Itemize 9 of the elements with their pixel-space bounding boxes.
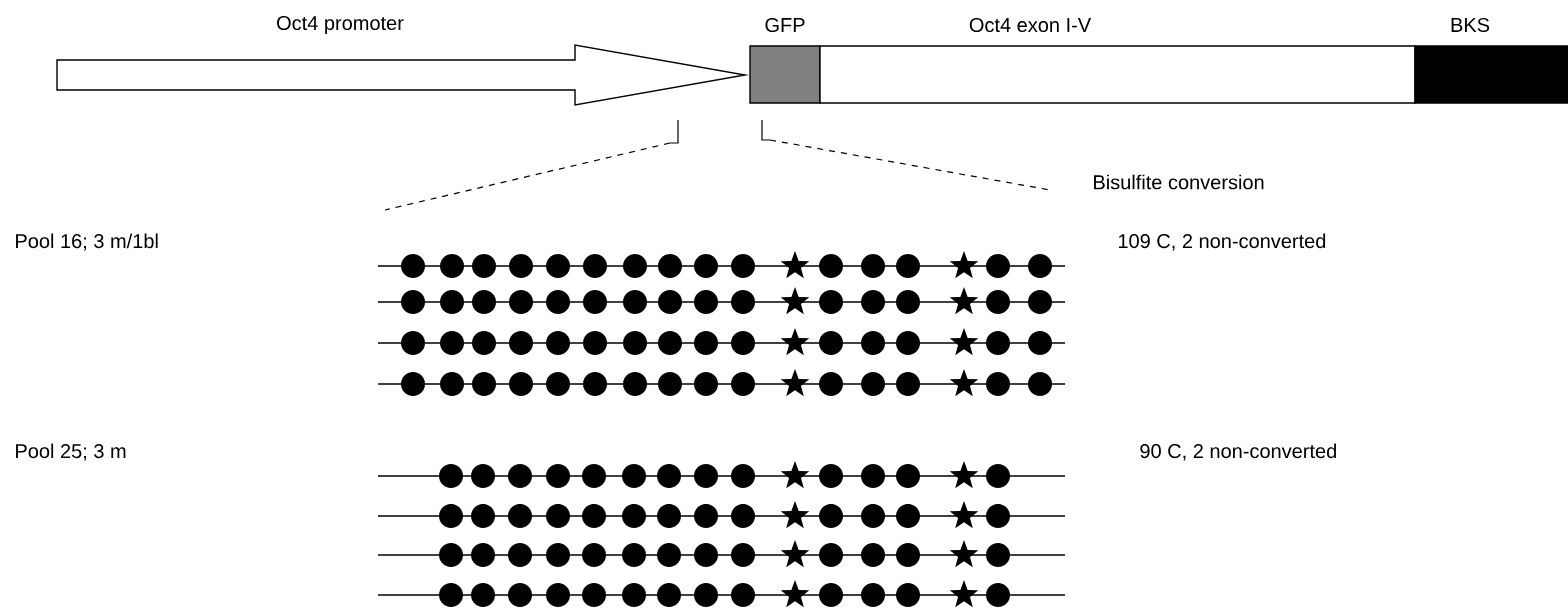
region-label: BKS [1451, 17, 1490, 33]
pool-label: Pool 16; 3 m/1bl [16, 233, 158, 251]
count-label: 90 C, 2 non-converted [1140, 443, 1336, 461]
region-label: Oct4 promoter [277, 15, 404, 35]
pool-label: Pool 25; 3 m [16, 443, 126, 461]
region-label: GFP [765, 17, 805, 33]
count-label: 109 C, 2 non-converted [1118, 233, 1326, 251]
heading-label: Bisulfite conversion [1094, 174, 1264, 190]
region-label: Oct4 exon I-V [969, 17, 1092, 33]
